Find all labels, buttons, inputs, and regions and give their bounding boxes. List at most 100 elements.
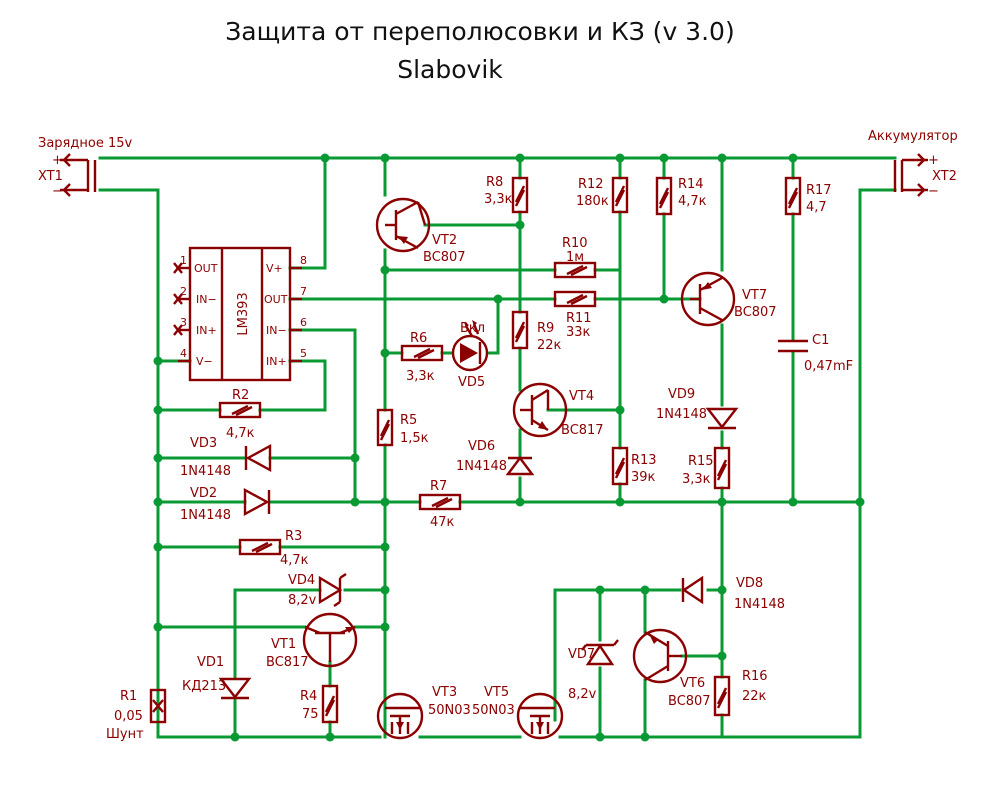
vd7-ref: VD7 bbox=[568, 647, 595, 662]
vd2-ref: VD2 bbox=[190, 486, 217, 501]
diode-vd2: VD2 1N4148 bbox=[180, 486, 271, 523]
c1-ref: C1 bbox=[812, 333, 829, 348]
ic-pin-num: 1 bbox=[180, 254, 187, 267]
r10-value: 1м bbox=[566, 250, 584, 265]
resistor-r15: R15 3,3к bbox=[682, 446, 731, 490]
r5-value: 1,5к bbox=[400, 431, 429, 446]
resistor-r9: R9 22к bbox=[511, 310, 562, 353]
vt4-value: BC817 bbox=[561, 423, 604, 438]
r6-ref: R6 bbox=[410, 331, 427, 346]
vt3-ref: VT3 bbox=[432, 685, 457, 700]
vd1-value: КД213 bbox=[182, 679, 226, 694]
r2-ref: R2 bbox=[232, 388, 249, 403]
r1-ref: R1 bbox=[120, 689, 137, 704]
r11-ref: R11 bbox=[566, 311, 592, 326]
xt1-plus: + bbox=[52, 153, 63, 168]
r14-value: 4,7к bbox=[678, 194, 707, 209]
vt7-value: BC807 bbox=[734, 305, 777, 320]
r7-value: 47к bbox=[430, 515, 455, 530]
zener-vd7: VD7 8,2v bbox=[568, 639, 619, 702]
transistor-vt6: VT6 BC807 bbox=[632, 628, 711, 709]
diode-vd6: VD6 1N4148 bbox=[456, 439, 535, 476]
r3-ref: R3 bbox=[285, 529, 302, 544]
ic-pin-name: IN+ bbox=[266, 355, 287, 368]
vd8-value: 1N4148 bbox=[734, 597, 785, 612]
vt1-value: BC817 bbox=[266, 655, 309, 670]
ic-pin-name: OUT bbox=[194, 262, 218, 275]
vt5-ref: VT5 bbox=[484, 685, 509, 700]
r11-value: 33к bbox=[566, 325, 591, 340]
ic-pin-num: 4 bbox=[180, 347, 187, 360]
r10-ref: R10 bbox=[562, 236, 588, 251]
resistor-r1: R1 0,05 Шунт bbox=[106, 688, 167, 742]
resistor-r13: R13 39к bbox=[611, 446, 657, 486]
r6-value: 3,3к bbox=[406, 369, 435, 384]
r1-value: 0,05 bbox=[114, 709, 143, 724]
r15-value: 3,3к bbox=[682, 472, 711, 487]
resistor-r7: R7 47к bbox=[418, 479, 462, 530]
resistor-r17: R17 4,7 bbox=[784, 176, 832, 216]
vd7-value: 8,2v bbox=[568, 687, 597, 702]
resistor-r4: R4 75 bbox=[300, 684, 339, 724]
ic-pin-name: IN+ bbox=[196, 324, 217, 337]
transistor-vt7: VT7 BC807 bbox=[680, 271, 777, 327]
ic-lm393: LM393 1 OUT 2 IN− 3 IN+ 4 V− 8 V+ 7 OUT … bbox=[173, 246, 307, 382]
vd6-ref: VD6 bbox=[468, 439, 495, 454]
ic-pin-name: IN− bbox=[196, 293, 217, 306]
diode-vd8: VD8 1N4148 bbox=[681, 575, 785, 612]
r3-value: 4,7к bbox=[280, 553, 309, 568]
c1-value: 0,47mF bbox=[804, 359, 853, 374]
resistor-r3: R3 4,7к bbox=[238, 529, 309, 568]
diode-vd3: VD3 1N4148 bbox=[180, 436, 272, 479]
ic-pin-num: 7 bbox=[300, 285, 307, 298]
r17-ref: R17 bbox=[806, 183, 832, 198]
capacitor-c1: C1 0,47mF bbox=[778, 333, 853, 374]
r16-value: 22к bbox=[742, 689, 767, 704]
r13-ref: R13 bbox=[631, 453, 657, 468]
vd9-value: 1N4148 bbox=[656, 407, 707, 422]
vd8-ref: VD8 bbox=[736, 576, 763, 591]
r14-ref: R14 bbox=[678, 177, 704, 192]
r4-value: 75 bbox=[302, 707, 319, 722]
diode-vd1: VD1 КД213 bbox=[182, 655, 252, 700]
wires bbox=[98, 156, 897, 739]
vt2-ref: VT2 bbox=[432, 233, 457, 248]
ic-pin-name: OUT bbox=[264, 293, 288, 306]
xt1-minus: − bbox=[52, 184, 63, 199]
diode-vd9: VD9 1N4148 bbox=[656, 387, 739, 430]
resistor-r5: R5 1,5к bbox=[376, 408, 429, 447]
r12-ref: R12 bbox=[578, 177, 604, 192]
r1-note: Шунт bbox=[106, 727, 144, 742]
vt5-value: 50N03 bbox=[472, 703, 515, 718]
xt2-plus: + bbox=[928, 153, 939, 168]
r15-ref: R15 bbox=[688, 454, 714, 469]
ic-pin-name: V− bbox=[196, 355, 213, 368]
xt2-label: Аккумулятор bbox=[868, 129, 958, 144]
diagram-title: Защита от переполюсовки и КЗ (v 3.0) bbox=[225, 17, 734, 46]
r9-ref: R9 bbox=[537, 321, 554, 336]
vd6-value: 1N4148 bbox=[456, 459, 507, 474]
ic-pin-name: V+ bbox=[266, 262, 283, 275]
vd2-value: 1N4148 bbox=[180, 508, 231, 523]
r17-value: 4,7 bbox=[806, 200, 827, 215]
xt1-ref: XT1 bbox=[38, 169, 63, 184]
vt2-value: BC807 bbox=[423, 250, 466, 265]
resistor-r14: R14 4,7к bbox=[655, 176, 707, 216]
resistor-r12: R12 180к bbox=[576, 176, 629, 214]
ic-name: LM393 bbox=[236, 292, 251, 335]
r8-value: 3,3к bbox=[484, 192, 513, 207]
connector-xt1: Зарядное 15v + − XT1 bbox=[38, 136, 132, 199]
ic-pin-num: 3 bbox=[180, 316, 187, 329]
xt2-minus: − bbox=[928, 184, 939, 199]
transistor-vt4: VT4 BC817 bbox=[512, 382, 604, 438]
diode-vd4: VD4 8,2v bbox=[288, 573, 347, 608]
vd9-ref: VD9 bbox=[668, 387, 695, 402]
transistor-vt2: VT2 BC807 bbox=[375, 197, 466, 265]
ic-pin-num: 8 bbox=[300, 254, 307, 267]
vt1-ref: VT1 bbox=[271, 637, 296, 652]
resistor-r6: R6 3,3к bbox=[400, 331, 444, 384]
transistor-vt1: VT1 BC817 bbox=[266, 612, 358, 670]
ic-pin-name: IN− bbox=[266, 324, 287, 337]
resistor-r10: R10 1м bbox=[553, 236, 597, 279]
vd1-ref: VD1 bbox=[197, 655, 224, 670]
